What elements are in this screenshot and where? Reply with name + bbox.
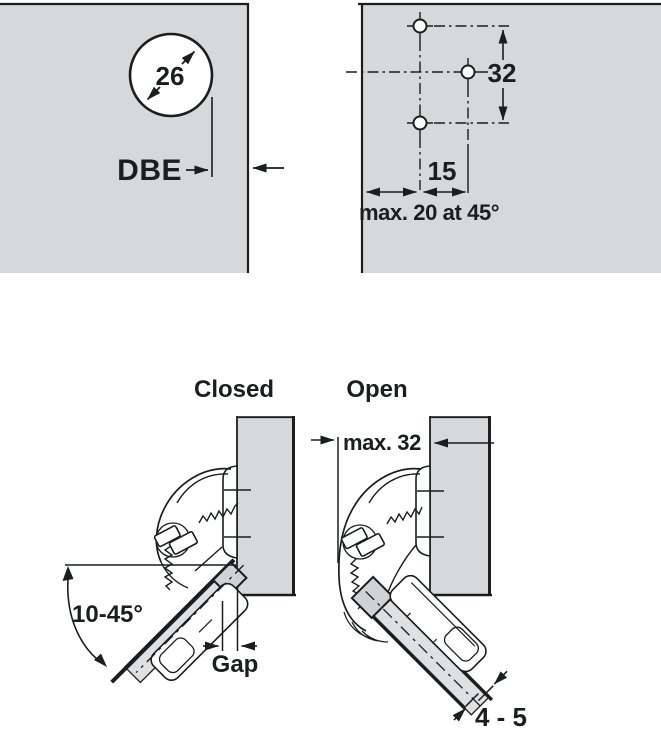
door-panel-open [350, 574, 508, 722]
adjustment-screws [340, 527, 385, 557]
mounting-plate [415, 465, 431, 557]
gap-dimension: Gap [203, 586, 258, 678]
door-thickness-ticks [452, 670, 508, 722]
hinge-arm-closed [153, 467, 239, 591]
max-32-dimension: max. 32 [311, 430, 494, 563]
dimension-15: 15 [366, 156, 466, 197]
door-panel-closed [110, 558, 249, 684]
spacing-32-label: 32 [488, 58, 517, 88]
screw-hole-middle [455, 58, 488, 86]
dimension-32: 32 [488, 29, 517, 121]
closed-hinge-view: 10-45° Gap [62, 416, 296, 684]
top-left-cup-drilling-view: 26 DBE [0, 2, 284, 273]
max-20-note: max. 20 at 45° [359, 200, 499, 225]
screw-hole-top [407, 12, 433, 40]
gap-label: Gap [212, 651, 259, 678]
cup-diameter-label: 26 [156, 61, 185, 91]
spacing-15-label: 15 [428, 156, 457, 186]
door-thickness-label: 4 - 5 [475, 702, 527, 730]
max-32-label: max. 32 [343, 430, 421, 455]
door-panel-face [0, 3, 248, 273]
closed-view-title: Closed [194, 376, 274, 403]
opening-angle-label: 10-45° [72, 601, 143, 628]
cup-diameter-dimension: 26 [146, 50, 196, 101]
angle-arc [67, 578, 99, 661]
cabinet-panel-face [362, 3, 661, 273]
door-side-plate [389, 574, 487, 673]
cabinet-panel [237, 416, 295, 596]
top-right-drilling-pattern-view: 32 15 max. 20 at 45° [346, 2, 661, 273]
open-view-title: Open [346, 376, 407, 403]
screw-hole-bottom [407, 109, 433, 137]
adjustment-screws [153, 525, 198, 555]
dbe-label: DBE [117, 154, 182, 187]
opening-angle-dimension: 10-45° [62, 564, 236, 667]
open-hinge-view: max. 32 [311, 416, 527, 730]
